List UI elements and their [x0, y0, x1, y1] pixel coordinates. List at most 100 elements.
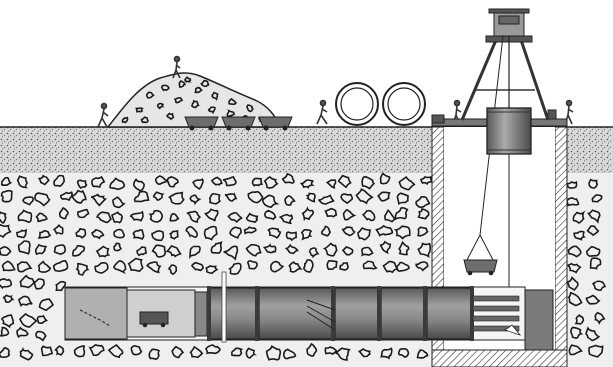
- pipe-joint: [423, 286, 427, 341]
- rock-fragment: [38, 298, 54, 312]
- shaft-wall-right: [554, 126, 568, 367]
- rock-fragment: [189, 194, 202, 206]
- pipe-segment: [334, 287, 380, 340]
- rock-fragment: [394, 206, 409, 220]
- rock-fragment: [302, 259, 314, 273]
- pipe-joint: [377, 286, 381, 341]
- rock-fragment: [91, 175, 106, 188]
- rock-fragment: [55, 280, 67, 292]
- rock-fragment: [357, 227, 372, 241]
- rock-fragment: [132, 229, 145, 240]
- rock-fragment: [246, 104, 254, 113]
- rock-fragment: [76, 179, 88, 190]
- rock-fragment: [109, 177, 126, 191]
- rock-fragment: [205, 344, 221, 355]
- rock-fragment: [361, 209, 376, 222]
- rock-fragment: [591, 280, 607, 291]
- rock-fragment: [19, 346, 34, 361]
- rock-fragment: [263, 176, 279, 189]
- rock-fragment: [19, 274, 35, 289]
- rock-fragment: [91, 193, 108, 207]
- rock-fragment: [246, 260, 258, 270]
- rock-fragment: [152, 191, 165, 201]
- tunnel-boring-machine: [64, 287, 208, 340]
- rock-fragment: [96, 211, 112, 224]
- rock-fragment: [281, 172, 295, 184]
- rock-fragment: [154, 175, 170, 185]
- rock-fragment: [0, 326, 10, 337]
- rock-fragment: [228, 98, 237, 106]
- rock-fragment: [184, 76, 192, 83]
- rock-fragment: [95, 245, 111, 258]
- rock-fragment: [222, 175, 237, 187]
- rock-fragment: [341, 226, 356, 237]
- rock-fragment: [591, 194, 603, 203]
- rock-fragment: [112, 260, 127, 275]
- rock-fragment: [586, 246, 601, 258]
- rock-fragment: [133, 190, 150, 203]
- rock-fragment: [396, 261, 410, 273]
- rock-fragment: [210, 176, 223, 186]
- rock-fragment: [379, 172, 391, 185]
- rock-fragment: [166, 176, 179, 188]
- launch-shaft: [431, 126, 568, 367]
- worker-figure: [316, 99, 328, 125]
- rock-fragment: [113, 228, 126, 239]
- rock-fragment: [37, 260, 52, 273]
- rock-fragment: [301, 206, 314, 222]
- rock-fragment: [342, 208, 357, 221]
- rock-fragment: [200, 79, 210, 88]
- worker-figure: [97, 102, 109, 128]
- stacked-pipe-rings: [335, 82, 426, 126]
- rock-fragment: [76, 208, 90, 219]
- rock-fragment: [594, 311, 606, 325]
- rock-fragment: [148, 209, 164, 223]
- rock-fragment: [130, 344, 143, 356]
- rock-fragment: [173, 97, 184, 104]
- rock-fragment: [52, 223, 64, 235]
- hydraulic-jacks: [472, 295, 522, 336]
- pipe-segment: [208, 287, 258, 340]
- rock-fragment: [570, 326, 584, 339]
- rock-fragment: [573, 230, 586, 241]
- pipe-ring: [335, 82, 379, 126]
- rock-fragment: [284, 195, 296, 206]
- rock-fragment: [247, 191, 264, 204]
- rock-fragment: [324, 345, 338, 355]
- service-line: [306, 299, 336, 311]
- rock-fragment: [0, 176, 13, 187]
- rock-fragment: [417, 242, 431, 258]
- rock-fragment: [300, 229, 313, 241]
- rock-fragment: [339, 261, 350, 271]
- rock-fragment: [91, 229, 105, 240]
- rock-fragment: [166, 112, 175, 121]
- rock-fragment: [568, 344, 583, 356]
- rock-fragment: [111, 211, 123, 224]
- rock-fragment: [308, 247, 320, 259]
- rock-fragment: [37, 229, 52, 239]
- rock-fragment: [146, 261, 162, 274]
- rock-fragment: [415, 261, 429, 272]
- rock-fragment: [17, 209, 33, 224]
- rock-fragment: [335, 347, 351, 361]
- rock-fragment: [285, 231, 297, 242]
- rock-fragment: [226, 109, 236, 117]
- rock-fragment: [0, 347, 11, 358]
- rock-fragment: [223, 245, 239, 261]
- rock-fragment: [397, 348, 410, 358]
- rock-fragment: [415, 196, 431, 208]
- muck-cart: [258, 116, 293, 131]
- rock-fragment: [567, 262, 582, 274]
- rock-fragment: [207, 106, 216, 115]
- rock-fragment: [588, 344, 604, 358]
- rock-fragment: [320, 225, 332, 237]
- rock-fragment: [52, 259, 69, 272]
- rock-fragment: [416, 349, 429, 359]
- rock-fragment: [59, 191, 73, 202]
- rock-fragment: [168, 191, 185, 205]
- rock-fragment: [40, 345, 54, 357]
- rock-fragment: [361, 175, 376, 190]
- rock-fragment: [587, 209, 601, 224]
- rock-fragment: [0, 246, 12, 256]
